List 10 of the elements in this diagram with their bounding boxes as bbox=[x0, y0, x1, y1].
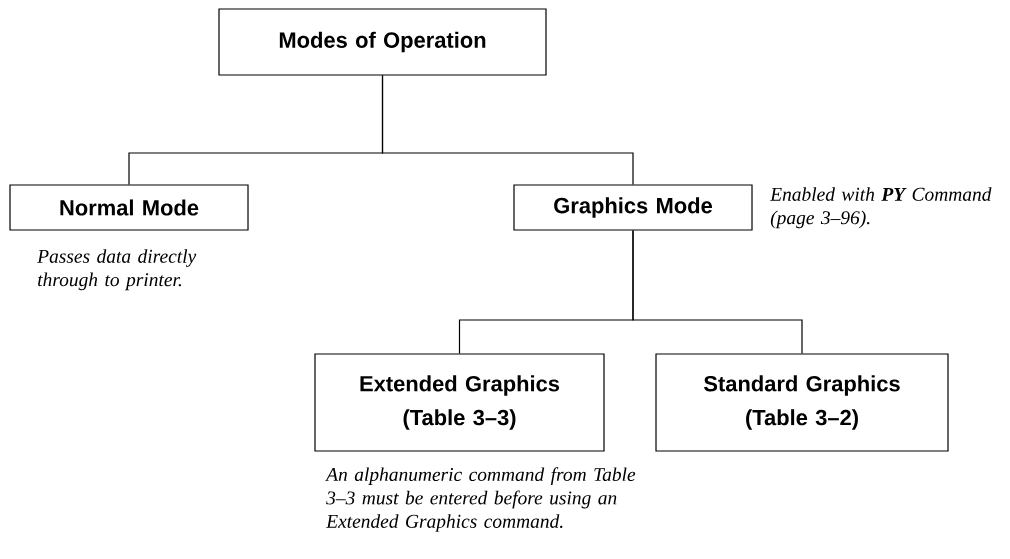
note-text: Passes data directly through to printer. bbox=[37, 249, 197, 291]
mode-box: Extended Graphics (Table 3–3) bbox=[314, 353, 605, 452]
mode-box: Graphics Mode bbox=[513, 184, 753, 231]
mode-box: Modes of Operation bbox=[218, 8, 547, 76]
connector-line bbox=[632, 230, 803, 354]
connector-line bbox=[381, 75, 634, 185]
mode-box: Standard Graphics (Table 3–2) bbox=[655, 353, 949, 452]
mode-box: Normal Mode bbox=[9, 184, 249, 231]
note-text: An alphanumeric command from Table 3–3 must be entered before using an Extended Graphics command. bbox=[325, 467, 636, 532]
note-text: Enabled with PY Command (page 3–96). bbox=[769, 187, 992, 229]
